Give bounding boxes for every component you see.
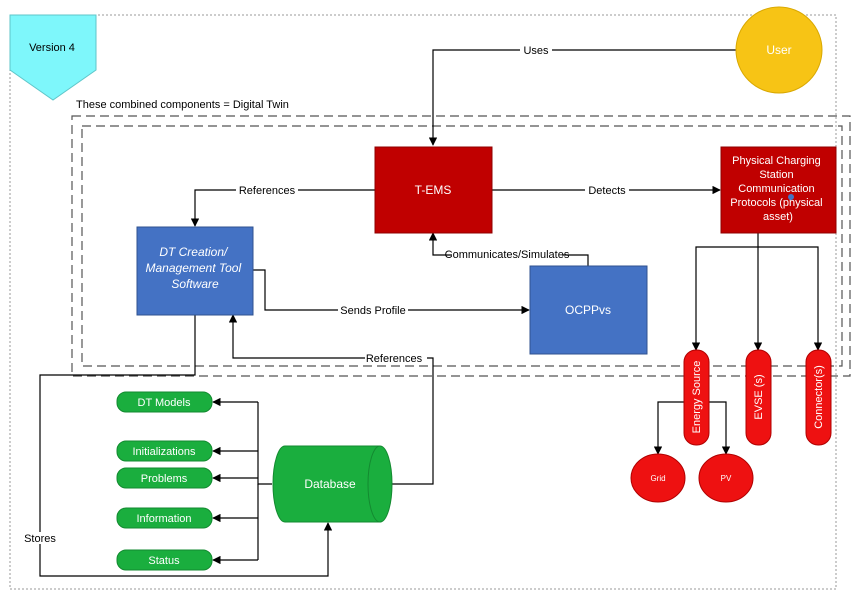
tems-node (374, 146, 493, 234)
edge-references-db-label: References (366, 353, 423, 365)
svg-text:Problems: Problems (141, 473, 188, 485)
edge-phys-connector (758, 246, 823, 351)
svg-text:EVSE (s): EVSE (s) (753, 374, 765, 419)
svg-text:Connector(s): Connector(s) (813, 365, 825, 429)
store-item-dt-models: DT Models (116, 391, 213, 413)
svg-text:Energy Source: Energy Source (691, 361, 703, 434)
svg-text:Status: Status (148, 555, 180, 567)
digital-twin-outer-group (71, 115, 851, 377)
physical-station-node (720, 146, 837, 234)
pv-label: PV (721, 474, 732, 483)
cursor-dot-icon (788, 194, 794, 200)
version-tag-label: Version 4 (29, 42, 75, 54)
ocppvs-label: OCPPvs (565, 303, 611, 317)
grid-node (630, 453, 686, 503)
store-item-problems: Problems (116, 467, 213, 489)
db-bus-up (257, 402, 272, 485)
pv-node (698, 453, 754, 503)
edge-uses-label: Uses (523, 45, 549, 57)
edge-references-db (228, 314, 434, 485)
dt-tool-label: DT Creation/ Management Tool Software (146, 245, 245, 291)
edge-detects-label: Detects (588, 185, 626, 197)
edge-sends-profile-label: Sends Profile (340, 305, 405, 317)
physical-station-label: Physical Charging Station Communication … (730, 155, 825, 223)
evse-node: EVSE (s) (745, 349, 772, 446)
store-item-status: Status (116, 549, 213, 571)
edge-references-top-label: References (239, 185, 296, 197)
store-item-information: Information (116, 507, 213, 529)
energy-source-node: Energy Source (683, 349, 710, 446)
edge-stores-label: Stores (24, 533, 56, 545)
edge-communicates-label: Communicates/Simulates (445, 249, 570, 261)
edge-uses (428, 49, 737, 146)
group-caption: These combined components = Digital Twin (76, 99, 289, 111)
svg-text:Initializations: Initializations (133, 446, 196, 458)
dt-tool-node (136, 226, 254, 316)
store-item-initializations: Initializations (116, 440, 213, 462)
user-node (735, 6, 823, 94)
outer-frame (9, 14, 837, 590)
database-label: Database (304, 477, 356, 491)
grid-label: Grid (650, 474, 665, 483)
digital-twin-inner-group (81, 125, 843, 367)
ocppvs-node (529, 265, 648, 355)
edge-phys-energy (691, 233, 759, 351)
user-label: User (766, 43, 791, 57)
version-tag (9, 14, 97, 101)
tems-label: T-EMS (415, 183, 452, 197)
svg-text:Information: Information (136, 513, 191, 525)
connector-node: Connector(s) (805, 349, 832, 446)
edge-stores (39, 315, 333, 577)
svg-text:DT Models: DT Models (138, 397, 191, 409)
edge-references-top (190, 189, 375, 227)
